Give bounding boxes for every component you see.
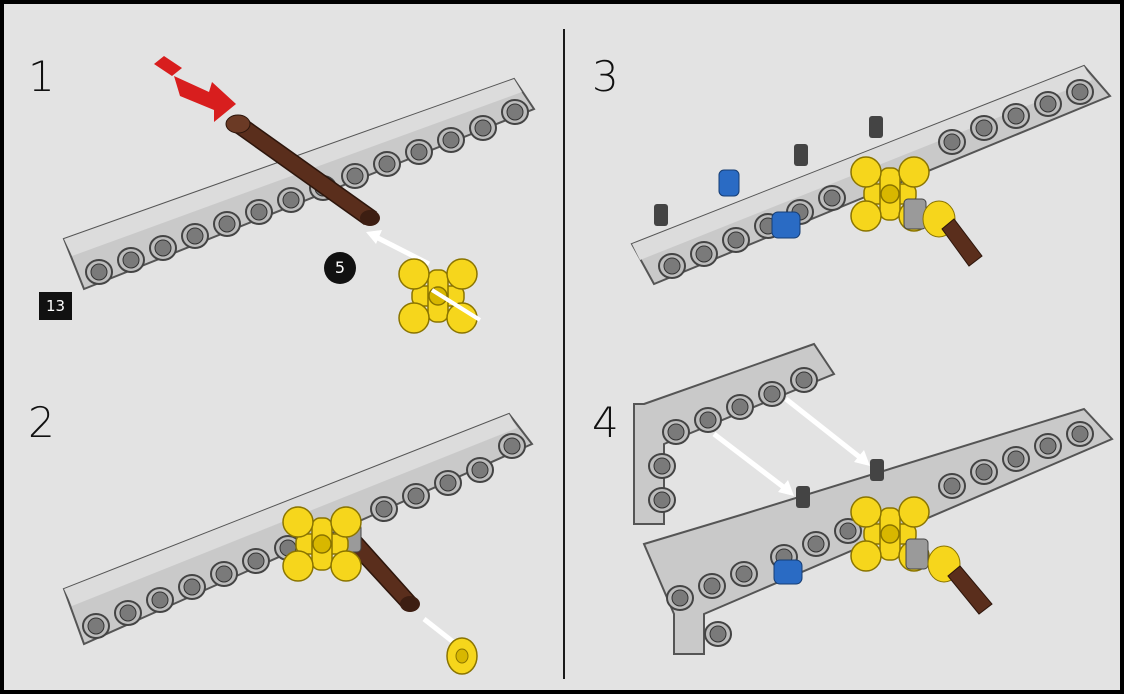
- step-4-axle: [905, 538, 993, 615]
- white-direction-arrow-icon: [366, 230, 431, 267]
- red-insert-arrow-icon: [154, 56, 236, 122]
- step-number-4: 4: [592, 398, 619, 447]
- step-number-3: 3: [592, 52, 619, 101]
- step-4-angled-beam: [633, 342, 836, 525]
- part-count-badge: 13: [39, 292, 72, 320]
- step-3-axle: [903, 198, 983, 267]
- step-4-pins: [773, 459, 884, 585]
- step-1-beam: [62, 77, 536, 291]
- step-number-2: 2: [28, 398, 55, 447]
- white-direction-arrow-icon: [712, 397, 870, 496]
- step-1-axle: [225, 114, 380, 226]
- step-2-bushing: [446, 637, 478, 675]
- assembly-illustrations: [62, 56, 1114, 675]
- step-number-1: 1: [28, 52, 55, 101]
- panel-divider: [563, 29, 565, 679]
- step-3-pins: [654, 116, 883, 239]
- quantity-badge: 5: [324, 252, 356, 284]
- instruction-page: 1 3 2 4: [4, 4, 1120, 690]
